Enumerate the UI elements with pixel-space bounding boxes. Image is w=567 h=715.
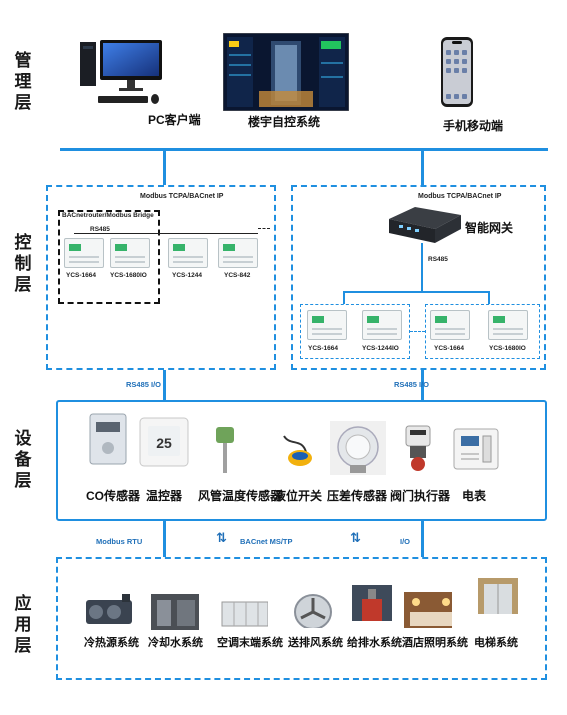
right-bus-drop-right — [488, 291, 490, 304]
controller-right-2 — [362, 310, 402, 340]
device-label-duct-temp: 风管温度传感器 — [198, 489, 283, 503]
control-left-box — [46, 185, 276, 370]
pressure-sensor-image — [330, 421, 386, 475]
left-uplink-line — [163, 151, 166, 185]
thermostat-image: 25 — [139, 417, 189, 467]
bas-label: 楼宇自控系统 — [248, 115, 321, 129]
sync-icon-left: ⇅ — [216, 530, 227, 545]
bottom-link-left — [163, 521, 166, 557]
water-pump-image — [352, 585, 392, 621]
controller-left-2 — [110, 238, 150, 268]
bottom-link-right — [421, 521, 424, 557]
left-bus-extension — [258, 228, 270, 229]
device-label-meter: 电表 — [462, 489, 487, 503]
controller-left-1 — [64, 238, 104, 268]
right-subgroup-link — [410, 331, 425, 332]
bottom-protocol-2: BACnet MS/TP — [240, 537, 293, 546]
sync-icon-right: ⇅ — [350, 530, 361, 545]
left-protocol-label: Modbus TCPA/BACnet IP — [140, 193, 224, 200]
rs485-right-label: RS485 — [428, 256, 448, 263]
device-label-pressure: 压差传感器 — [327, 489, 388, 503]
left-downlink-line — [163, 370, 166, 400]
controller-left-4-label: YCS-842 — [224, 272, 251, 279]
control-right-box — [291, 185, 546, 370]
chiller-image — [86, 594, 132, 624]
gateway-down-line — [421, 243, 423, 291]
right-uplink-line — [421, 151, 424, 185]
device-layer-box — [56, 400, 547, 521]
right-downlink-line — [421, 370, 424, 400]
ahu-image — [221, 601, 268, 627]
controller-right-2-label: YCS-1244IO — [362, 345, 399, 352]
management-bus-line — [60, 148, 548, 151]
smart-gateway-label: 智能网关 — [465, 221, 514, 235]
right-bus-drop-left — [343, 291, 345, 304]
left-bus-line — [74, 233, 258, 234]
app-label-water: 给排水系统 — [347, 637, 402, 649]
app-label-ventilation: 送排风系统 — [288, 637, 343, 649]
bas-screen-image — [223, 33, 349, 111]
right-subgroup-1 — [300, 304, 410, 359]
rs485-left-label: RS485 — [90, 226, 110, 233]
duct-temp-sensor-image — [216, 427, 234, 473]
hotel-lighting-image — [404, 592, 452, 628]
pc-client-image — [80, 40, 162, 104]
right-protocol-label: Modbus TCPA/BACnet IP — [418, 193, 502, 200]
app-label-cooling-water: 冷却水系统 — [148, 637, 203, 649]
device-label-valve: 阀门执行器 — [390, 489, 451, 503]
device-label-co: CO传感器 — [86, 489, 141, 503]
thermostat-reading: 25 — [156, 435, 172, 451]
controller-right-4-label: YCS-1680IO — [489, 345, 526, 352]
bridge-label: BACnetrouter/Modbus Bridge — [62, 212, 154, 219]
mobile-image — [441, 37, 473, 107]
controller-right-3 — [430, 310, 470, 340]
controller-right-1 — [307, 310, 347, 340]
cooling-water-image — [151, 594, 199, 630]
co-sensor-image — [89, 413, 127, 465]
bottom-protocol-1: Modbus RTU — [96, 537, 143, 546]
mobile-label: 手机移动端 — [443, 119, 504, 133]
bridge-group-box — [58, 210, 160, 304]
layer-label-device: 设备层 — [14, 429, 32, 490]
controller-left-3-label: YCS-1244 — [172, 272, 202, 279]
layer-label-application: 应用层 — [14, 594, 32, 655]
right-subgroup-2 — [425, 304, 540, 359]
layer-label-control: 控制层 — [14, 233, 32, 294]
layer-label-management: 管理层 — [14, 51, 32, 112]
valve-actuator-image — [405, 425, 431, 471]
controller-left-3 — [168, 238, 208, 268]
smart-gateway-image — [389, 207, 461, 243]
right-bus-line — [343, 291, 489, 293]
link-left-label: RS485 I/O — [126, 380, 162, 389]
pc-client-label: PC客户端 — [148, 113, 201, 127]
controller-left-4 — [218, 238, 258, 268]
link-right-label: RS485 I/O — [394, 380, 430, 389]
device-label-level-switch: 液位开关 — [274, 489, 323, 503]
bottom-protocol-3: I/O — [400, 537, 411, 546]
app-label-chiller: 冷热源系统 — [84, 637, 139, 649]
application-layer-box — [56, 557, 547, 680]
power-meter-image — [453, 428, 499, 470]
device-label-thermostat: 温控器 — [146, 489, 183, 503]
controller-right-3-label: YCS-1664 — [434, 345, 464, 352]
controller-right-1-label: YCS-1664 — [308, 345, 338, 352]
app-label-lighting: 酒店照明系统 — [402, 637, 468, 649]
fan-image — [294, 594, 332, 628]
elevator-image — [478, 578, 518, 614]
app-label-elevator: 电梯系统 — [474, 637, 518, 649]
controller-right-4 — [488, 310, 528, 340]
app-label-ahu: 空调末端系统 — [217, 637, 283, 649]
controller-left-2-label: YCS-1680IO — [110, 272, 147, 279]
controller-left-1-label: YCS-1664 — [66, 272, 96, 279]
level-switch-image — [283, 435, 312, 466]
